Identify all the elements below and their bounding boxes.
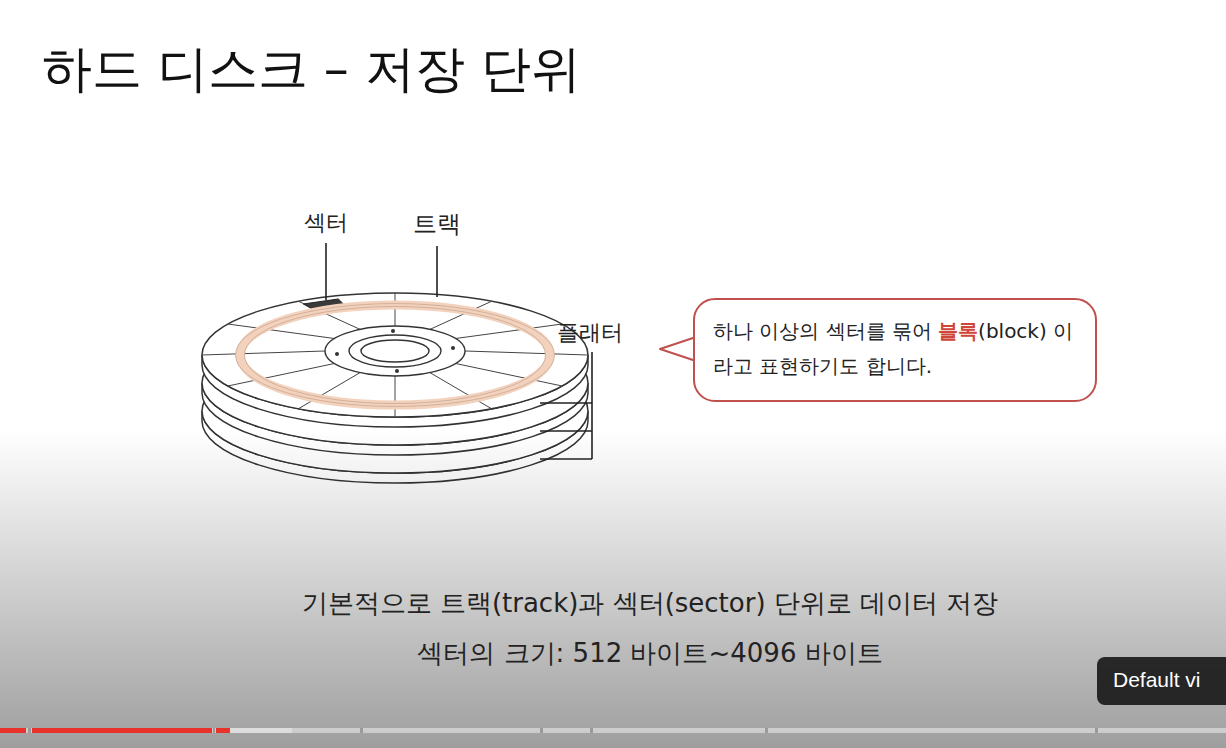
part-label: 섹터 [304,208,348,238]
progress-bar [0,728,1226,733]
track-edge [236,304,555,407]
track-leader [436,246,438,297]
tooltip-panel [1097,657,1226,705]
track-edge [245,306,546,403]
sector-line [456,324,563,339]
spindle-hub [361,340,429,362]
sector-line [228,324,335,339]
sector-leader [325,243,327,300]
track-ring [240,305,550,405]
callout-text: 하나 이상의 섹터를 묶어 [713,319,932,343]
spindle-hub [325,326,465,376]
callout-box: 하나 이상의 섹터를 묶어블록(block) 이라고 표현하기도 합니다. [693,298,1097,402]
spindle-hub [349,335,441,367]
slide-title: 하드 디스크 – 저장 단위 [42,36,581,103]
part-label: 트랙 [413,208,461,240]
callout-pointer [660,337,696,361]
video-shade [0,430,1226,748]
hub-screw [391,329,395,333]
part-label: 플래터 [557,318,623,348]
tooltip-text: Default vi [1113,668,1201,692]
sector-line [395,376,396,417]
hub-screw [395,369,399,373]
caption-line: 기본적으로 트랙(track)과 섹터(sector) 단위로 데이터 저장 [302,586,999,621]
hub-screw [451,346,455,350]
platter-surface [202,293,588,417]
hub-screw [335,352,339,356]
sector-line [465,351,588,355]
highlight-term: 블록 [938,319,978,343]
caption-line: 섹터의 크기: 512 바이트~4096 바이트 [417,636,882,671]
sector-line [202,351,325,355]
